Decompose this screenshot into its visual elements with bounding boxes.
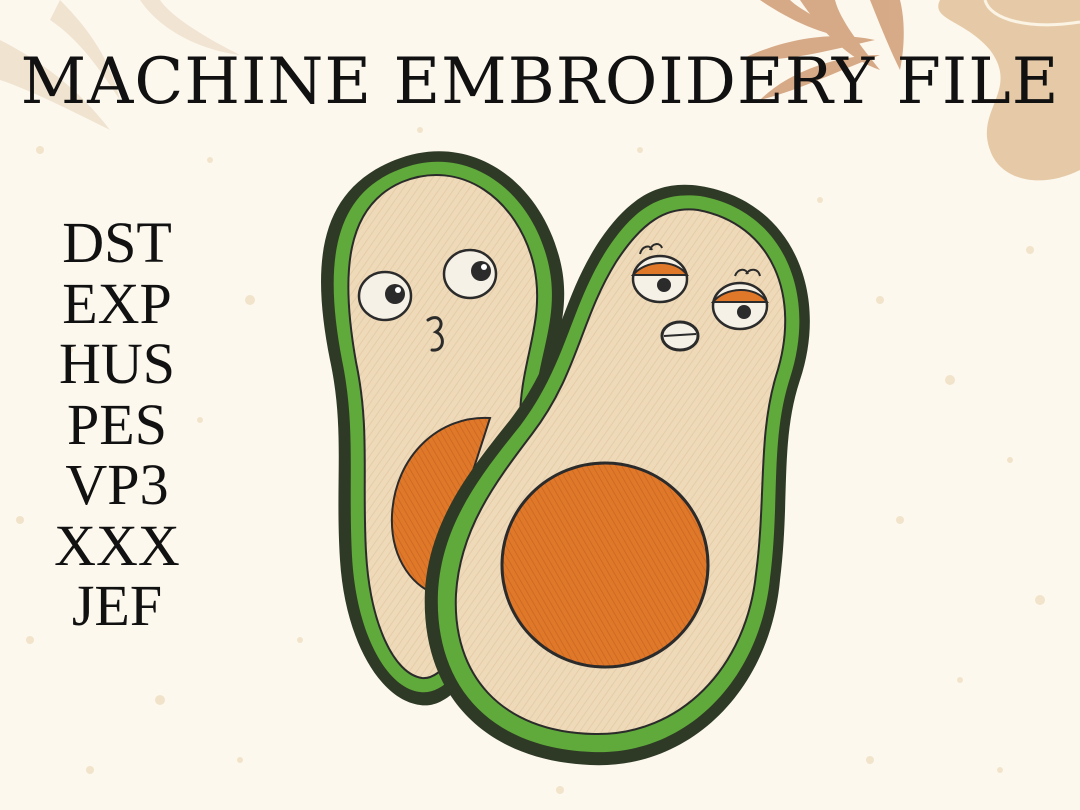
faint-leaf-icon <box>0 0 240 130</box>
speckle-texture <box>16 127 1045 794</box>
pit-icon <box>500 461 710 669</box>
mouth-icon <box>426 316 444 352</box>
blob-highlight-line <box>983 0 1080 27</box>
sleepy-eye-icon <box>710 268 769 331</box>
page-title: MACHINE EMBROIDERY FILE <box>20 45 1060 119</box>
format-item: JEF <box>71 573 163 638</box>
avocado-illustration <box>321 151 810 766</box>
eye-icon <box>357 270 413 322</box>
format-item: XXX <box>54 512 180 578</box>
format-item: HUS <box>58 331 176 396</box>
beige-blob-shape <box>938 0 1080 181</box>
format-item: VP3 <box>65 452 169 517</box>
eye-icon <box>442 248 498 300</box>
format-list: DST EXP HUS PES VP3 XXX JEF <box>52 210 182 638</box>
format-item: EXP <box>62 270 172 336</box>
format-item: PES <box>67 391 167 457</box>
front-avocado-icon <box>424 184 810 766</box>
format-item: DST <box>62 210 172 275</box>
palm-leaf-icon <box>740 0 904 100</box>
sleepy-eye-icon <box>630 243 689 304</box>
